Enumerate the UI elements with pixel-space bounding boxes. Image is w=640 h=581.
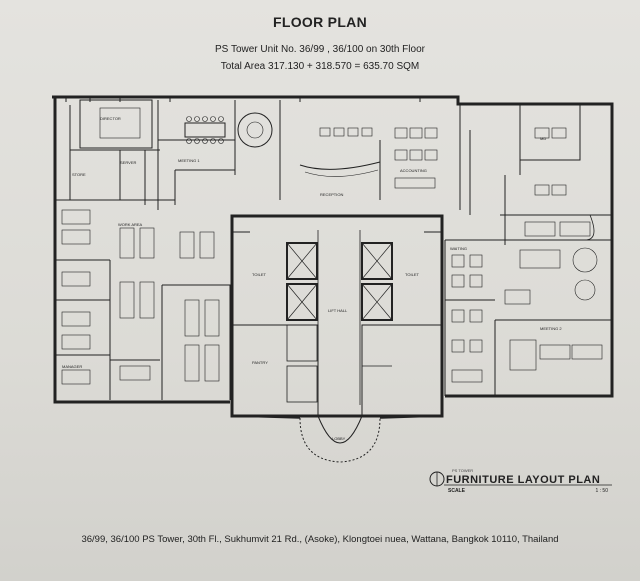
room-label: STORE (72, 172, 86, 177)
room-label: WORK AREA (118, 222, 143, 227)
title-block-frame (429, 471, 612, 487)
address-footer: 36/99, 36/100 PS Tower, 30th Fl., Sukhum… (81, 534, 559, 545)
page-title: FLOOR PLAN (273, 14, 367, 30)
scale-label: SCALE (448, 488, 465, 494)
scale-value: 1 : 50 (595, 488, 608, 494)
room-label: MD (540, 136, 546, 141)
room-label: ACCOUNTING (400, 168, 427, 173)
room-label: DIRECTOR (100, 116, 121, 121)
room-label: PANTRY (252, 360, 268, 365)
room-label: TOILET (405, 272, 419, 277)
layout-plan-title: FURNITURE LAYOUT PLAN (446, 474, 601, 486)
room-label: LOBBY (332, 436, 346, 441)
room-label: RECEPTION (320, 192, 343, 197)
room-labels: MEETING 1 RECEPTION LIFT HALL LOBBY PANT… (62, 116, 562, 441)
room-label: LIFT HALL (328, 308, 348, 313)
room-label: MEETING 2 (540, 326, 562, 331)
room-label: TOILET (252, 272, 266, 277)
unit-subtitle: PS Tower Unit No. 36/99 , 36/100 on 30th… (215, 44, 425, 55)
room-label: MEETING 1 (178, 158, 200, 163)
room-label: MANAGER (62, 364, 82, 369)
total-area: Total Area 317.130 + 318.570 = 635.70 SQ… (220, 61, 420, 72)
room-label: SERVER (120, 160, 136, 165)
title-block: PS TOWER FURNITURE LAYOUT PLAN SCALE 1 :… (428, 465, 614, 499)
room-label: WAITING (450, 246, 467, 251)
project-name: PS TOWER (452, 468, 474, 473)
